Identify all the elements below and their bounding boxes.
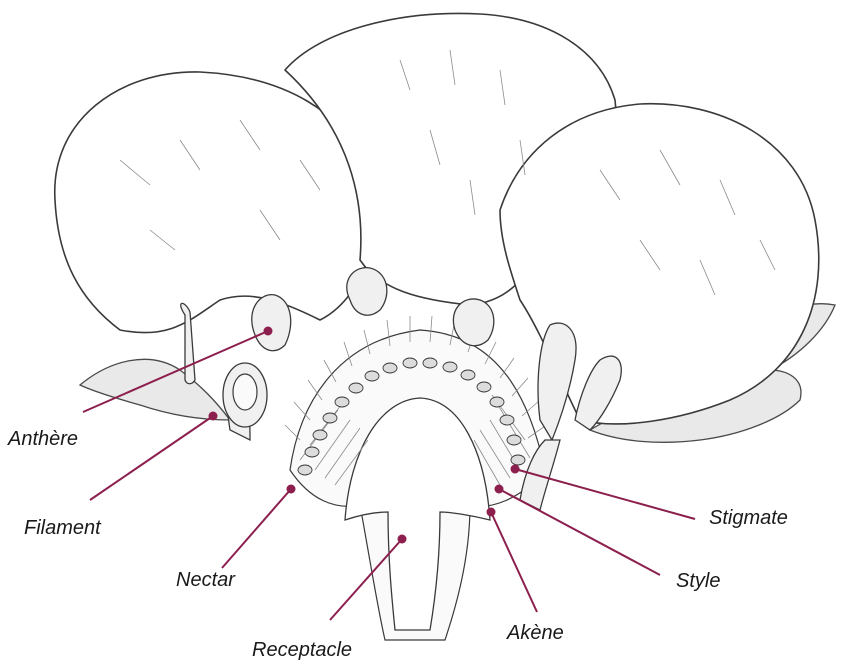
dot-akene — [487, 508, 496, 517]
label-receptacle: Receptacle — [252, 639, 352, 661]
leader-akene — [491, 512, 537, 612]
dot-anthere — [264, 327, 273, 336]
leader-nectar — [222, 489, 291, 568]
label-stigmate: Stigmate — [709, 507, 788, 529]
left-sepal — [80, 359, 230, 420]
dot-filament — [209, 412, 218, 421]
label-akene: Akène — [506, 622, 564, 644]
dot-nectar — [287, 485, 296, 494]
label-filament: Filament — [24, 517, 102, 539]
dot-style — [495, 485, 504, 494]
label-anthere: Anthère — [7, 428, 78, 450]
dot-receptacle — [398, 535, 407, 544]
label-style: Style — [676, 570, 720, 592]
leader-filament — [90, 416, 213, 500]
dot-stigmate — [511, 465, 520, 474]
label-nectar: Nectar — [176, 569, 236, 591]
